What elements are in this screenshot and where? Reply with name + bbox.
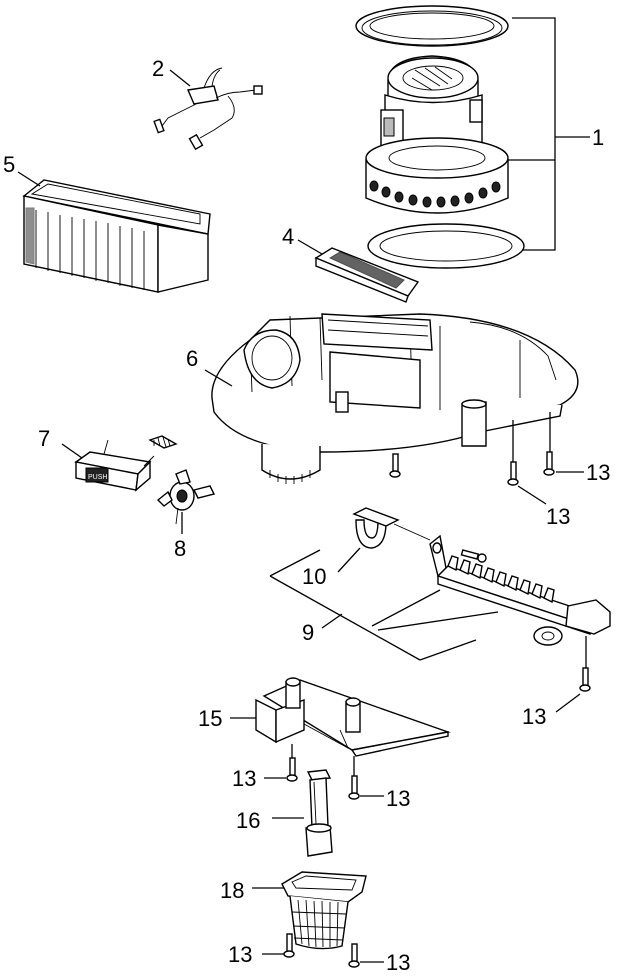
hinge-clip <box>337 507 431 573</box>
callout-1: 1 <box>592 125 604 150</box>
power-switch: PUSH <box>61 435 178 492</box>
guide-rail <box>269 534 611 661</box>
callout-4: 4 <box>282 224 294 249</box>
callout-8: 8 <box>174 536 186 561</box>
callout-13c: 13 <box>522 704 546 729</box>
callout-15: 15 <box>198 706 222 731</box>
callout-2: 2 <box>152 56 164 81</box>
base-housing <box>204 313 579 484</box>
callout-18: 18 <box>220 878 244 903</box>
screw-basket-right <box>348 943 384 968</box>
motor-assembly <box>355 5 590 269</box>
wiring-harness <box>153 67 263 151</box>
screw-plate-right <box>348 756 384 800</box>
exhaust-grille <box>297 239 420 303</box>
pleated-filter <box>17 171 211 293</box>
screw-base-right-a <box>507 420 547 505</box>
callout-7: 7 <box>38 426 50 451</box>
strainer-basket <box>252 871 367 950</box>
callout-13f: 13 <box>228 942 252 967</box>
callout-6: 6 <box>186 346 198 371</box>
screw-rail <box>555 636 591 713</box>
callout-13b: 13 <box>586 460 610 485</box>
callout-10: 10 <box>302 564 326 589</box>
screw-plate-left <box>264 744 298 782</box>
screw-basket-left <box>262 933 295 958</box>
callout-16: 16 <box>236 808 260 833</box>
callout-13g: 13 <box>386 950 410 975</box>
support-plate <box>230 677 451 757</box>
callout-13e: 13 <box>386 786 410 811</box>
switch-label: PUSH <box>88 474 107 481</box>
callout-13d: 13 <box>232 766 256 791</box>
callout-9: 9 <box>302 620 314 645</box>
valve-tube <box>272 769 333 857</box>
screw-base-center <box>389 453 401 478</box>
float-valve <box>156 469 216 534</box>
screw-base-right-b <box>543 412 584 476</box>
callout-13a: 13 <box>546 504 570 529</box>
callout-5: 5 <box>3 152 15 177</box>
